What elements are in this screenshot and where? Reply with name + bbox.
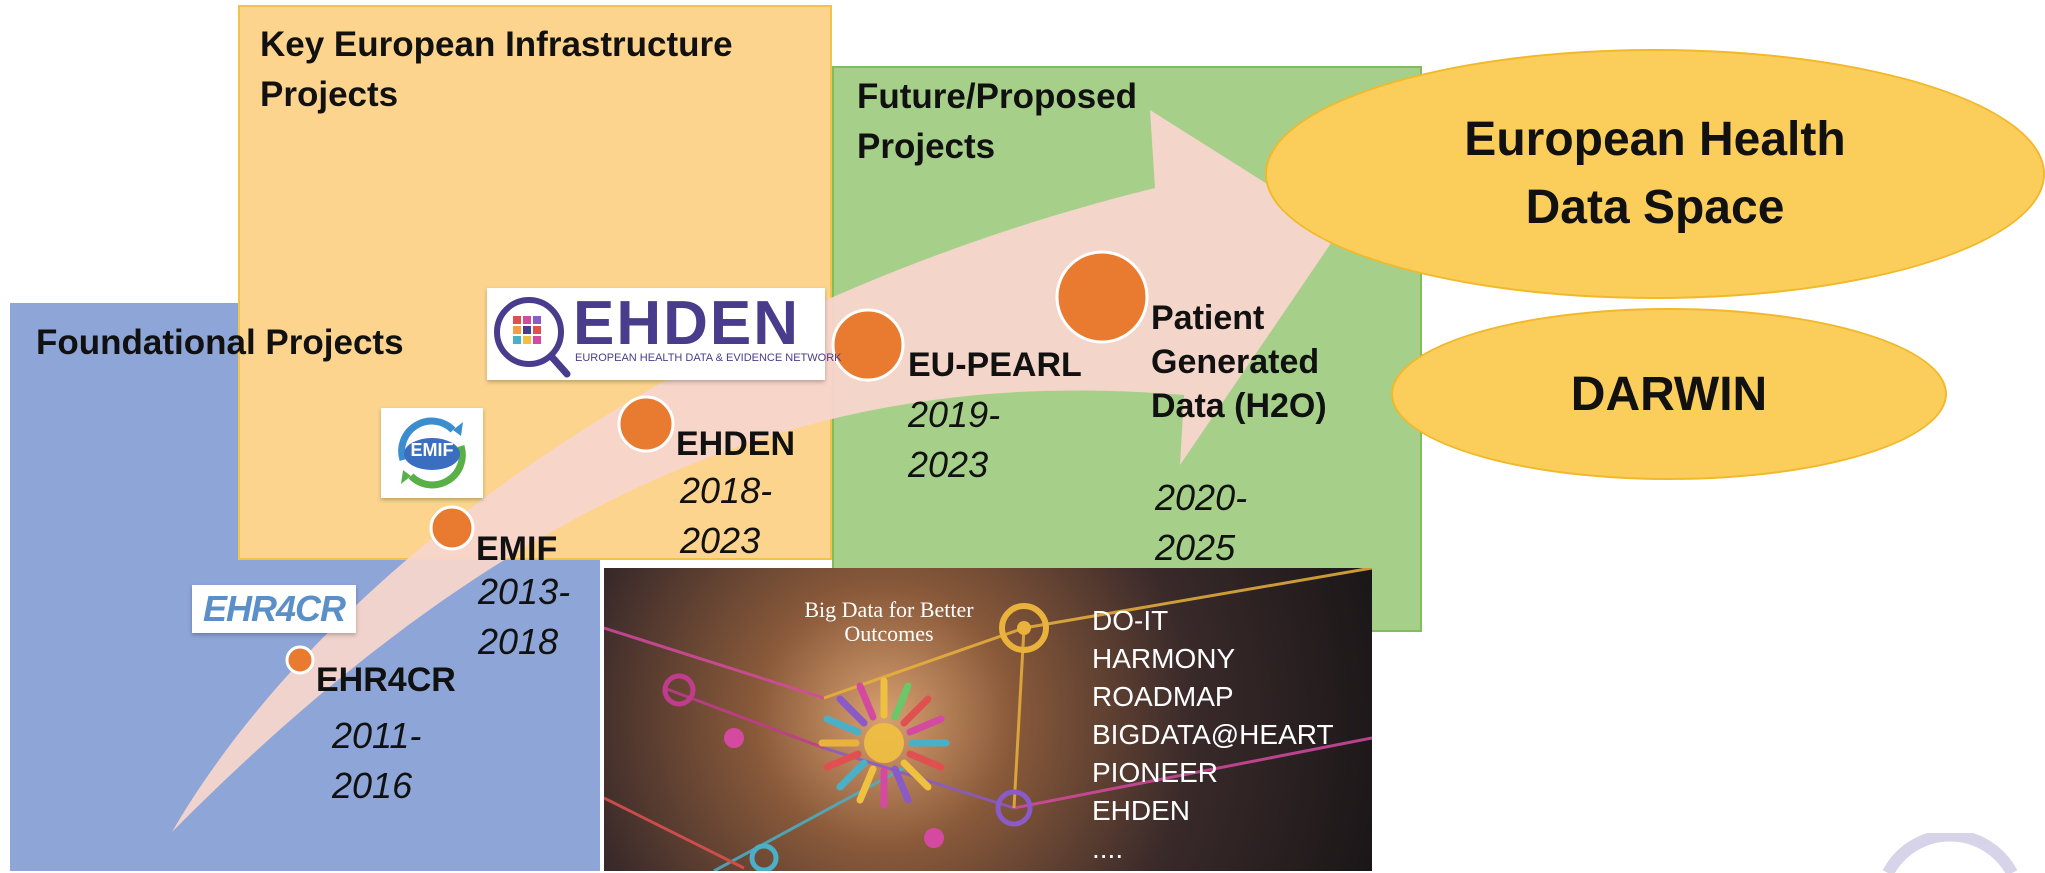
list-item: ....: [1092, 833, 1124, 864]
corner-arc-icon: [1882, 833, 2018, 873]
emif-dot: [429, 505, 475, 551]
future-title: Future/Proposed Projects: [857, 77, 1138, 166]
big-data-heading: Big Data for Better Outcomes: [804, 597, 974, 646]
list-item: EHDEN: [1092, 795, 1191, 826]
ehr4cr-name: EHR4CR: [316, 661, 456, 699]
ehden-years: 2018-2023: [680, 470, 773, 561]
darwin-label: DARWIN: [1570, 367, 1768, 421]
ehr4cr-logo-text: EHR4CR: [202, 588, 346, 629]
ehden-logo-tagline: EUROPEAN HEALTH DATA & EVIDENCE NETWORK: [575, 352, 842, 364]
ehr4cr-logo: EHR4CR: [192, 585, 356, 633]
emif-name: EMIF: [476, 530, 558, 568]
list-item: DO-IT: [1092, 605, 1169, 636]
eu-pearl-dot: [831, 308, 905, 382]
list-item: PIONEER: [1092, 757, 1219, 788]
magnifier-icon: [494, 297, 571, 378]
emif-logo-mark: [398, 417, 466, 489]
ehr4cr-dot: [285, 645, 315, 675]
ehden-dot: [617, 395, 675, 453]
ehds-label: European Health Data Space: [1464, 113, 1846, 234]
list-item: BIGDATA@HEART: [1092, 719, 1334, 750]
ehr4cr-years: 2011-2016: [332, 715, 422, 806]
h2o-years: 2020-2025: [1155, 477, 1248, 568]
list-item: ROADMAP: [1092, 681, 1234, 712]
ehden-logo: EHDEN EUROPEAN HEALTH DATA & EVIDENCE NE…: [487, 288, 842, 380]
big-data-image: Big Data for Better Outcomes DO-IT HARMO…: [604, 568, 1372, 871]
h2o-dot: [1055, 250, 1149, 344]
network-lines: [604, 568, 1372, 871]
ehden-logo-text: EHDEN: [573, 289, 801, 358]
foundational-title: Foundational Projects: [36, 323, 404, 362]
emif-years: 2013-2018: [478, 571, 571, 662]
eu-pearl-years: 2019-2023: [908, 394, 1001, 485]
progress-arrow-shape: [172, 110, 1340, 832]
emif-logo-text: EMIF: [410, 440, 454, 460]
ehden-name: EHDEN: [676, 425, 796, 463]
darwin-ellipse: DARWIN: [1391, 308, 1947, 480]
list-item: HARMONY: [1092, 643, 1236, 674]
infrastructure-title: Key European Infrastructure Projects: [260, 25, 733, 114]
emif-logo: EMIF: [381, 408, 483, 498]
network-nodes: [662, 603, 1049, 871]
big-data-project-list: DO-IT HARMONY ROADMAP BIGDATA@HEART PION…: [1092, 602, 1334, 868]
starburst: [818, 677, 950, 809]
eu-pearl-name: EU-PEARL: [908, 346, 1082, 384]
h2o-name: Patient Generated Data (H2O): [1151, 299, 1327, 425]
ehds-ellipse: European Health Data Space: [1265, 49, 2045, 299]
